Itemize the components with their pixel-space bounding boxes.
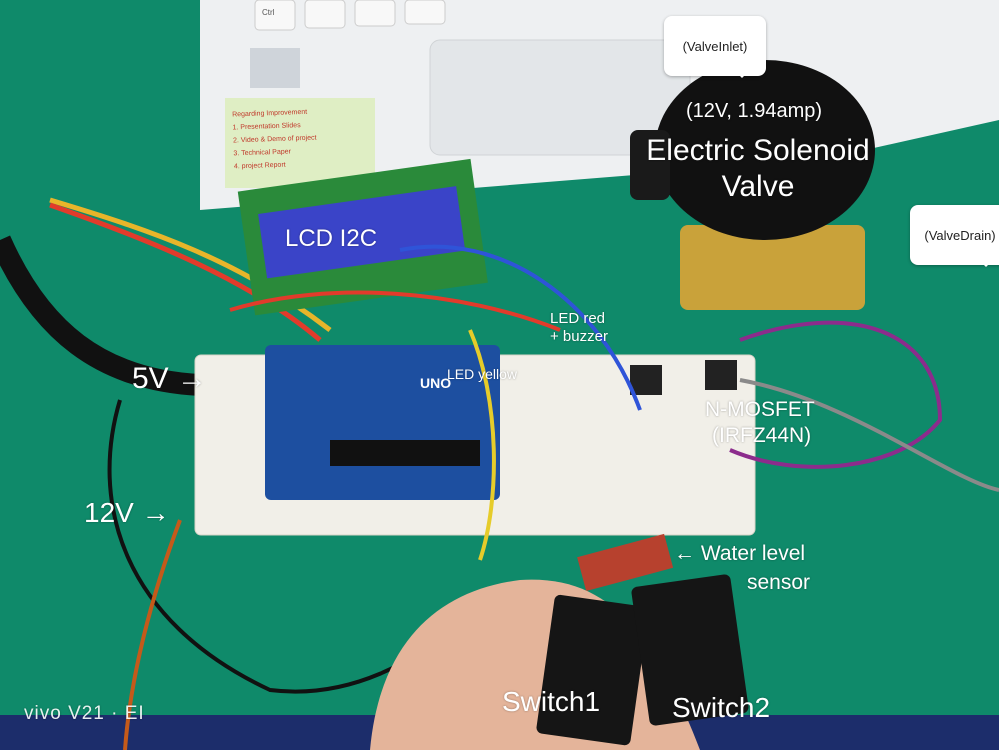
switch1-label: Switch1	[502, 686, 601, 717]
switch2-label: Switch2	[672, 692, 771, 723]
valve-rating-label: (12V, 1.94amp)	[686, 100, 823, 122]
valve-title-line1: Electric Solenoid	[646, 134, 870, 167]
key-ctrl	[254, 0, 296, 31]
switch2-body	[631, 574, 749, 726]
intel-sticker	[250, 48, 300, 88]
sticky-note	[225, 98, 375, 188]
switch1-body	[536, 594, 649, 746]
led-red-label-1: LED red	[550, 310, 606, 327]
lcd-label: LCD I2C	[285, 225, 378, 252]
sticky-note-text: Regarding Improvement 1. Presentation Sl…	[232, 104, 374, 174]
arduino-label: UNO	[420, 375, 452, 391]
valve-drain-callout: (ValveDrain)	[910, 205, 999, 267]
solenoid-valve	[655, 60, 875, 240]
water-level-label-1: ← Water level	[674, 542, 806, 565]
12v-label: 12V →	[84, 497, 170, 528]
valve-brass	[680, 225, 865, 310]
mosfet-label-1: N-MOSFET	[705, 398, 815, 421]
mosfet-label-2: (IRFZ44N)	[712, 424, 812, 447]
led-yellow-label: LED yellow	[447, 366, 518, 382]
water-level-label-2: sensor	[747, 571, 811, 594]
valve-title-line2: Valve	[721, 170, 795, 203]
camera-watermark: vivo V21 · EI	[24, 703, 145, 724]
led-red-label-2: + buzzer	[550, 328, 608, 345]
water-level-sensor	[577, 533, 674, 592]
key-ctrl-label: Ctrl	[262, 8, 275, 17]
5v-label: 5V →	[132, 362, 208, 395]
valve-inlet-callout: (ValveInlet)	[664, 16, 766, 78]
